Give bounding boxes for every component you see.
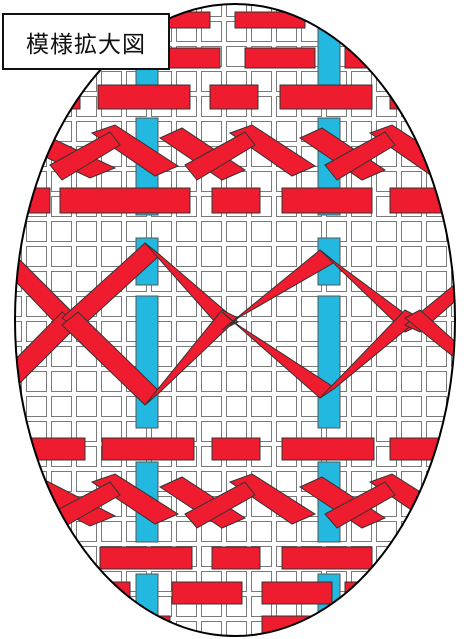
title-box: 模様拡大図 bbox=[2, 13, 170, 70]
diagram-title: 模様拡大図 bbox=[26, 25, 146, 59]
